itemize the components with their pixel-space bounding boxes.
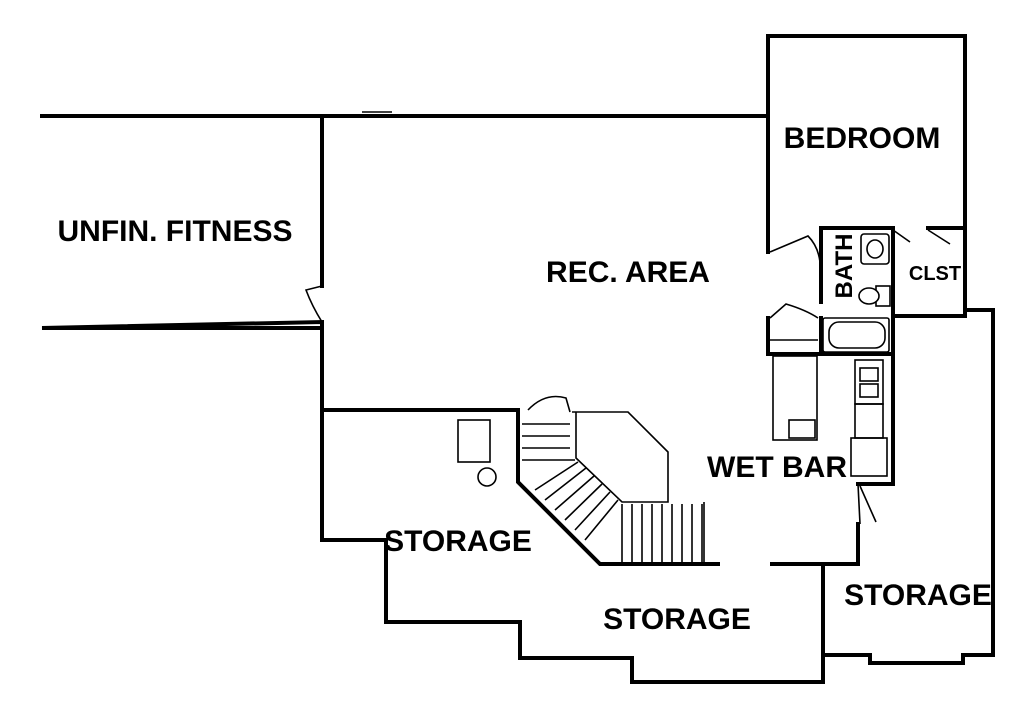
storage-door-swing <box>857 483 877 525</box>
fitness-door-swing <box>304 285 323 323</box>
staircase <box>516 395 720 566</box>
room-label-storage-right: STORAGE <box>844 579 992 612</box>
bedroom-walls <box>766 34 967 254</box>
wet-bar-fixtures <box>772 355 888 477</box>
utility-unit-icon <box>457 419 491 463</box>
wetbar-east-wall <box>856 352 895 486</box>
room-label-storage-left: STORAGE <box>384 525 532 558</box>
bathtub-icon <box>822 317 890 353</box>
room-label-wet-bar: WET BAR <box>707 451 847 484</box>
room-label-bedroom: BEDROOM <box>784 122 941 155</box>
wetbar-south-wall <box>770 522 860 566</box>
room-label-rec-area: REC. AREA <box>546 256 710 289</box>
sink-icon <box>860 233 890 265</box>
bath-door-swing <box>769 303 819 319</box>
room-label-closet: CLST <box>909 263 961 285</box>
room-label-unfin-fitness: UNFIN. FITNESS <box>57 215 292 248</box>
right-storage-walls <box>821 308 995 665</box>
windows <box>362 34 955 118</box>
water-heater-icon <box>477 467 497 487</box>
room-label-storage-bottom: STORAGE <box>603 603 751 636</box>
storage-walls <box>320 408 825 684</box>
room-label-bath: BATH <box>831 234 858 299</box>
closet-door-swing <box>892 229 951 245</box>
bedroom-door-swing <box>769 235 821 263</box>
closet-walls <box>891 226 967 318</box>
